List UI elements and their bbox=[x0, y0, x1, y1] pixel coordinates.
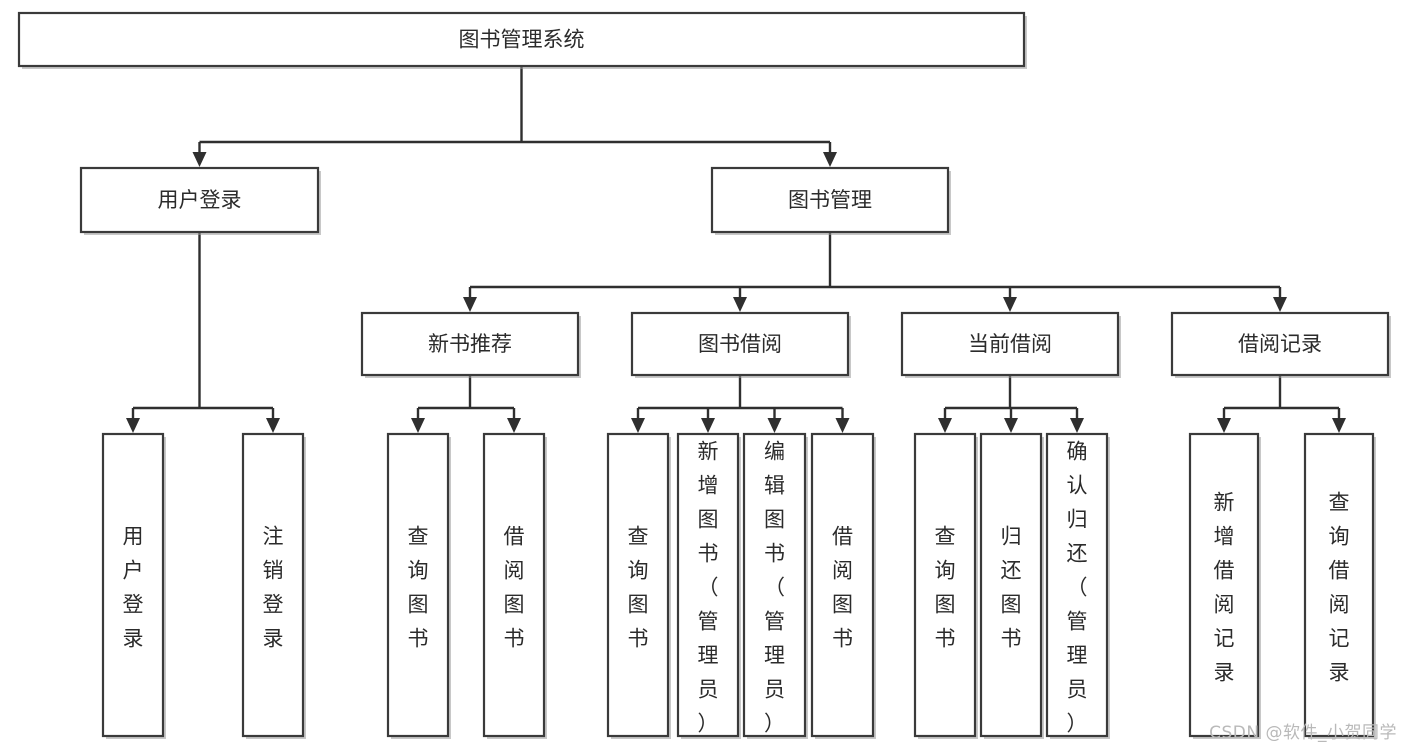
leaf-node-leaf-user-logout[interactable]: 注销登录 bbox=[241, 432, 306, 739]
node-rect[interactable] bbox=[241, 432, 305, 738]
node-rect[interactable] bbox=[630, 311, 850, 377]
node-label: 查询借阅记录 bbox=[1329, 491, 1350, 685]
leaf-node-leaf-borrow-borrow-book[interactable]: 借阅图书 bbox=[810, 432, 876, 739]
node-label: 查询图书 bbox=[935, 525, 956, 651]
node-label: 注销登录 bbox=[263, 525, 284, 651]
node-rect[interactable] bbox=[979, 432, 1043, 738]
node-rect[interactable] bbox=[913, 432, 977, 738]
edge-borrow-leaf4-arrow bbox=[835, 418, 850, 433]
leaf-node-leaf-current-return-book[interactable]: 归还图书 bbox=[979, 432, 1044, 739]
csdn-watermark: CSDN @软件_小贺同学 bbox=[1209, 723, 1397, 743]
node-label: 归还图书 bbox=[1001, 525, 1022, 651]
edge-bookmanage-borrow-arrow bbox=[733, 297, 747, 312]
node-rect[interactable] bbox=[710, 166, 950, 234]
node-label: 查询图书 bbox=[408, 525, 429, 651]
edge-borrow-leaf3-arrow bbox=[767, 418, 782, 433]
edge-bookmanage-current-arrow bbox=[1003, 297, 1017, 312]
node-label: 图书管理系统 bbox=[459, 28, 585, 52]
node-label: 新书推荐 bbox=[428, 332, 512, 356]
edge-recommend-leaf2-arrow bbox=[507, 418, 521, 433]
node-rect[interactable] bbox=[810, 432, 875, 738]
node-rect[interactable] bbox=[1188, 432, 1260, 738]
edge-borrow-leaf2-arrow bbox=[701, 418, 715, 433]
node-label: 查询图书 bbox=[628, 525, 649, 651]
level2-node-borrow-record[interactable]: 借阅记录 bbox=[1170, 311, 1391, 378]
level1-node-user-login[interactable]: 用户登录 bbox=[79, 166, 321, 235]
leaf-node-leaf-borrow-edit-book[interactable]: 编辑图书（管理员） bbox=[742, 432, 808, 739]
edge-borrow-leaf1-arrow bbox=[631, 418, 645, 433]
node-label: 确认归还（管理员） bbox=[1067, 440, 1088, 736]
edge-record-leaf2-arrow bbox=[1332, 418, 1346, 433]
node-rect[interactable] bbox=[79, 166, 320, 234]
node-label: 新增借阅记录 bbox=[1214, 491, 1235, 685]
edge-bookmanage-recommend-arrow bbox=[463, 297, 477, 312]
node-rect[interactable] bbox=[386, 432, 450, 738]
edge-bookmanage-record-arrow bbox=[1273, 297, 1287, 312]
node-rect[interactable] bbox=[1045, 432, 1109, 738]
level1-node-book-manage[interactable]: 图书管理 bbox=[710, 166, 951, 235]
node-label: 借阅图书 bbox=[504, 525, 525, 651]
node-rect[interactable] bbox=[676, 432, 740, 738]
node-label: 用户登录 bbox=[158, 188, 242, 212]
leaf-node-leaf-recommend-borrow-book[interactable]: 借阅图书 bbox=[482, 432, 547, 739]
level2-node-new-book-recommend[interactable]: 新书推荐 bbox=[360, 311, 581, 378]
connector-layer bbox=[126, 66, 1346, 433]
leaf-node-leaf-current-confirm-return[interactable]: 确认归还（管理员） bbox=[1045, 432, 1110, 739]
leaf-node-leaf-record-query[interactable]: 查询借阅记录 bbox=[1303, 432, 1376, 739]
node-label: 图书借阅 bbox=[698, 332, 782, 356]
level2-node-book-borrow[interactable]: 图书借阅 bbox=[630, 311, 851, 378]
node-label: 借阅记录 bbox=[1238, 332, 1322, 356]
edge-root-bookmanage-arrow bbox=[823, 152, 837, 167]
edge-userlogin-leaf2-arrow bbox=[266, 418, 280, 433]
node-label: 编辑图书（管理员） bbox=[764, 440, 785, 736]
leaf-node-leaf-recommend-query-book[interactable]: 查询图书 bbox=[386, 432, 451, 739]
node-label: 借阅图书 bbox=[832, 525, 853, 651]
edge-current-leaf1-arrow bbox=[938, 418, 952, 433]
node-rect[interactable] bbox=[900, 311, 1120, 377]
leaf-node-leaf-user-login[interactable]: 用户登录 bbox=[101, 432, 166, 739]
node-layer: 图书管理系统用户登录图书管理新书推荐图书借阅当前借阅借阅记录用户登录注销登录查询… bbox=[17, 11, 1391, 739]
edge-current-leaf3-arrow bbox=[1070, 418, 1084, 433]
node-label: 用户登录 bbox=[123, 525, 144, 651]
node-rect[interactable] bbox=[360, 311, 580, 377]
node-rect[interactable] bbox=[17, 11, 1026, 68]
node-label: 图书管理 bbox=[788, 188, 872, 212]
leaf-node-leaf-record-add[interactable]: 新增借阅记录 bbox=[1188, 432, 1261, 739]
leaf-node-leaf-borrow-add-book[interactable]: 新增图书（管理员） bbox=[676, 432, 741, 739]
level2-node-current-borrow[interactable]: 当前借阅 bbox=[900, 311, 1121, 378]
leaf-node-leaf-borrow-query-book[interactable]: 查询图书 bbox=[606, 432, 671, 739]
edge-userlogin-leaf1-arrow bbox=[126, 418, 140, 433]
node-label: 新增图书（管理员） bbox=[698, 440, 719, 736]
edge-current-leaf2-arrow bbox=[1004, 418, 1018, 433]
node-rect[interactable] bbox=[742, 432, 807, 738]
edge-root-userlogin-arrow bbox=[192, 152, 207, 167]
node-label: 当前借阅 bbox=[968, 332, 1052, 356]
root-node-root[interactable]: 图书管理系统 bbox=[17, 11, 1027, 69]
leaf-node-leaf-current-query-book[interactable]: 查询图书 bbox=[913, 432, 978, 739]
node-rect[interactable] bbox=[1170, 311, 1390, 377]
node-rect[interactable] bbox=[101, 432, 165, 738]
node-rect[interactable] bbox=[606, 432, 670, 738]
node-rect[interactable] bbox=[1303, 432, 1375, 738]
node-rect[interactable] bbox=[482, 432, 546, 738]
edge-recommend-leaf1-arrow bbox=[411, 418, 425, 433]
edge-record-leaf1-arrow bbox=[1217, 418, 1231, 433]
